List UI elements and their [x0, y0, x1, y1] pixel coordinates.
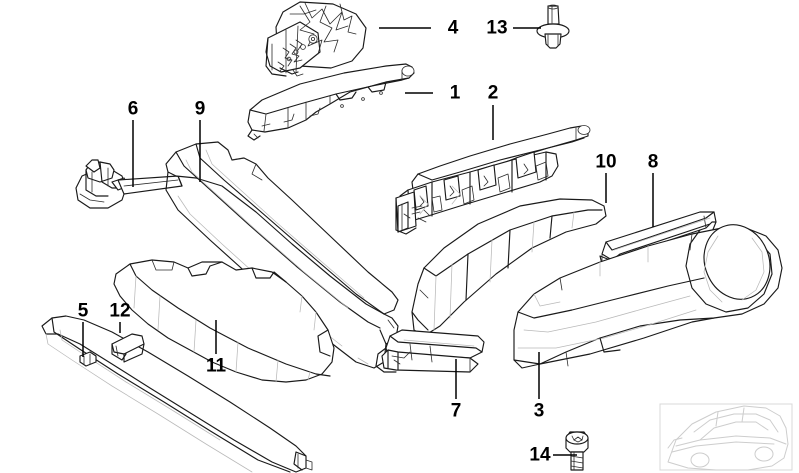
part-13-expanding-rivet-clip [536, 4, 570, 49]
vehicle-silhouette-thumbnail [659, 403, 793, 471]
callout-number-9[interactable]: 9 [194, 98, 206, 120]
part-3-outer-seat-side-cover [513, 224, 783, 369]
callout-number-6[interactable]: 6 [127, 98, 139, 120]
part-10-inner-trim-panel [411, 198, 607, 337]
part-11-lower-cover-panel [113, 259, 335, 383]
callout-number-3[interactable]: 3 [533, 400, 545, 422]
part-4-seat-adjuster-bracket [265, 1, 367, 77]
part-5-front-trim-moulding [41, 315, 313, 473]
part-9-long-side-cover-panel [165, 141, 399, 369]
callout-number-2[interactable]: 2 [487, 82, 499, 104]
part-2-seat-rail-mechanism [395, 125, 591, 235]
callout-number-7[interactable]: 7 [450, 400, 462, 422]
part-14-torx-screw [565, 431, 589, 471]
part-12-small-cap-block [111, 333, 145, 363]
callout-leader-lines [82, 27, 654, 456]
callout-number-14[interactable]: 14 [529, 444, 551, 466]
part-7-rail-cover-channel [375, 329, 485, 373]
part-1-upper-trim-rail [247, 63, 415, 141]
callout-number-13[interactable]: 13 [486, 17, 508, 39]
callout-number-5[interactable]: 5 [77, 300, 89, 322]
callout-number-8[interactable]: 8 [647, 151, 659, 173]
callout-number-11[interactable]: 11 [205, 355, 227, 377]
callout-number-1[interactable]: 1 [449, 82, 461, 104]
part-6-end-bracket [75, 159, 183, 209]
callout-number-10[interactable]: 10 [595, 151, 617, 173]
callout-number-12[interactable]: 12 [109, 300, 131, 322]
callout-number-4[interactable]: 4 [447, 17, 459, 39]
